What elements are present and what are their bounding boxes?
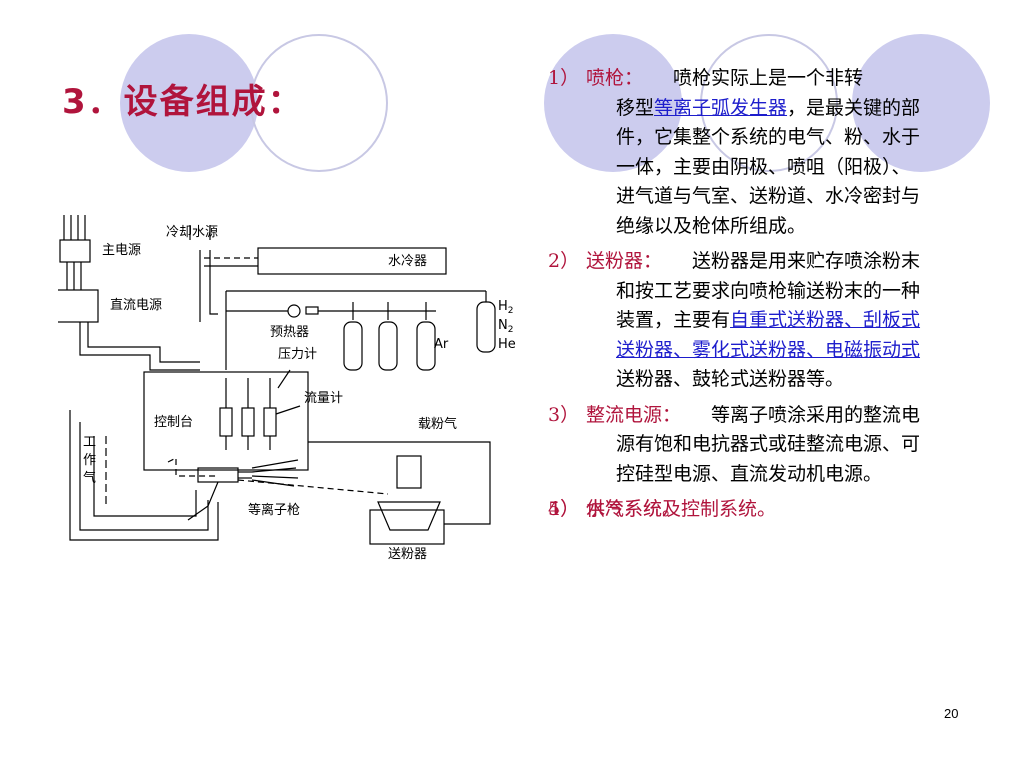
decor-circle-3 (544, 34, 682, 172)
item-label: 供气系统。 (586, 498, 682, 520)
label-preheater: 预热器 (270, 325, 309, 340)
label-work-gas-1: 工 (83, 435, 96, 450)
label-console: 控制台 (154, 415, 193, 430)
plasma-spray-equipment-diagram: 主电源 直流电源 冷却水源 水冷器 预热器 压力计 流量计 控制台 载粉气 工 … (58, 215, 516, 562)
label-carrier-gas: 载粉气 (418, 416, 457, 432)
item-label: 送粉器： (586, 250, 663, 272)
label-work-gas-3: 气 (83, 470, 96, 486)
item-text: 喷枪：喷枪实际上是一个非转移型等离子弧发生器，是最关键的部件，它集整个系统的电气… (616, 67, 921, 237)
item-label: 整流电源： (586, 403, 682, 426)
slide-title: 3．设备组成： (62, 82, 304, 122)
link-plasma-arc-generator[interactable]: 等离子弧发生器 (654, 96, 788, 119)
link-powder-feeder-types[interactable]: 自重式送粉器、刮板式送粉器、雾化式送粉器、电磁振动式 (616, 309, 921, 361)
item-number: 3） (548, 403, 580, 426)
label-main-power: 主电源 (102, 243, 141, 258)
item-number: 1） (548, 67, 580, 89)
item-label: 喷枪： (586, 67, 644, 89)
label-gas-ar: Ar (434, 337, 449, 352)
component-list: 1） 喷枪： 喷枪：喷枪实际上是一个非转移型等离子弧发生器，是最关键的部件，它集… (548, 64, 928, 520)
item-text: 送粉器：送粉器是用来贮存喷涂粉末和按工艺要求向喷枪输送粉末的一种装置，主要有自重… (616, 250, 921, 390)
list-item: 1） 喷枪： 喷枪：喷枪实际上是一个非转移型等离子弧发生器，是最关键的部件，它集… (548, 64, 928, 241)
label-gas-n2: N2 (498, 318, 513, 335)
decor-circle-2 (250, 34, 388, 172)
label-powder-feeder: 送粉器 (388, 547, 427, 562)
label-pressure-gauge: 压力计 (278, 347, 317, 362)
item-number: 5） (548, 498, 580, 520)
label-gas-he: He (498, 337, 516, 352)
label-flow-meter: 流量计 (304, 391, 343, 406)
label-gas-h2: H2 (498, 299, 514, 316)
decor-circle-5 (852, 34, 990, 172)
page-number: 20 (944, 706, 959, 721)
decor-circle-1 (120, 34, 258, 172)
list-item: 3） 整流电源： 整流电源：等离子喷涂采用的整流电源有饱和电抗器式或硅整流电源、… (548, 401, 928, 490)
item-text: 整流电源：等离子喷涂采用的整流电源有饱和电抗器式或硅整流电源、可控硅型电源、直流… (616, 403, 921, 485)
label-dc-power: 直流电源 (110, 298, 162, 313)
item-label: 水冷系统及控制系统。 (586, 498, 777, 520)
decor-circle-4 (700, 34, 838, 172)
label-plasma-gun: 等离子枪 (248, 502, 300, 518)
label-water-cooler: 水冷器 (388, 254, 427, 269)
label-cooling-water: 冷却水源 (166, 225, 218, 240)
list-item: 2） 送粉器： 送粉器：送粉器是用来贮存喷涂粉末和按工艺要求向喷枪输送粉末的一种… (548, 247, 928, 395)
label-work-gas-2: 作 (83, 453, 96, 468)
item-number: 4） (548, 498, 580, 520)
item-number: 2） (548, 250, 580, 272)
